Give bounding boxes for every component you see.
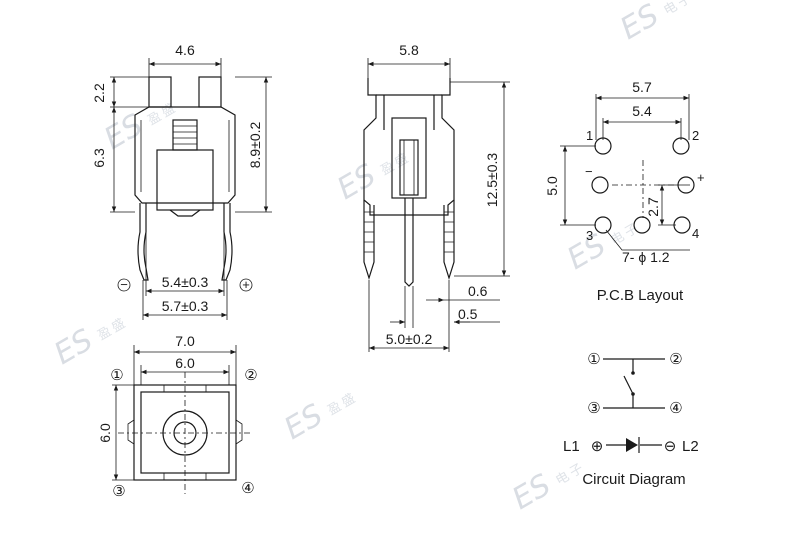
watermark-logo: ES (507, 468, 557, 517)
front-top-width-label: 4.6 (175, 42, 195, 58)
bottom-pin1-label: ① (110, 367, 123, 384)
bottom-pin3-label: ③ (112, 483, 125, 500)
watermark-char: 盛 (159, 100, 178, 119)
watermark-logo: ES (332, 158, 382, 207)
circuit-pin2-label: ② (669, 351, 682, 368)
front-outer-pitch-label: 5.7±0.3 (162, 298, 209, 314)
pcb-pin2-label: 2 (692, 128, 699, 143)
bottom-inner-width-label: 6.0 (175, 355, 195, 371)
circuit-pin4-label: ④ (669, 400, 682, 417)
bottom-pin2-label: ② (244, 367, 257, 384)
circuit-diagram-caption: Circuit Diagram (582, 471, 685, 488)
pcb-inner-width-label: 5.4 (632, 103, 652, 119)
side-lead-a-label: 0.6 (468, 283, 488, 299)
front-total-height-label: 8.9±0.2 (247, 121, 263, 168)
watermark-char: 盛 (392, 150, 411, 169)
pcb-pin3-label: 3 (586, 228, 593, 243)
watermark-logo: ES (279, 398, 329, 447)
front-plus-label: + (242, 277, 250, 292)
circuit-pin1-label: ① (587, 351, 600, 368)
side-pitch-label: 5.0±0.2 (386, 331, 433, 347)
pcb-pin4-label: 4 (692, 226, 699, 241)
circuit-l1-label: L1 (563, 438, 580, 455)
circuit-l2-label: L2 (682, 438, 699, 455)
bottom-pin4-label: ④ (241, 480, 254, 497)
watermark-char: 子 (567, 460, 586, 479)
watermark-char: 盛 (109, 315, 128, 334)
watermark-char: 盈 (145, 108, 164, 127)
circuit-l1-symbol: ⊕ (591, 438, 604, 455)
front-minus-label: − (120, 277, 128, 292)
watermark-char: 盛 (339, 390, 358, 409)
bottom-outer-width-label: 7.0 (175, 333, 195, 349)
pcb-plus-label: + (697, 170, 705, 185)
watermark-char: 盈 (325, 398, 344, 417)
pcb-outer-width-label: 5.7 (632, 79, 652, 95)
pcb-holes-label: 7- ϕ 1.2 (622, 249, 670, 265)
pcb-layout: 5.7 5.4 5.0 2.7 7- ϕ 1.2 1 2 3 4 − + P.C… (544, 79, 705, 304)
bottom-view: 7.0 6.0 6.0 ① ② ③ ④ (97, 333, 258, 500)
front-body-height-label: 6.3 (91, 148, 107, 168)
pcb-minus-label: − (585, 164, 593, 179)
pcb-pin1-label: 1 (586, 128, 593, 143)
bottom-height-label: 6.0 (97, 423, 113, 443)
pcb-height-label: 5.0 (544, 176, 560, 196)
watermark-char: 子 (622, 220, 641, 239)
front-view: 4.6 2.2 6.3 8.9±0.2 5.4±0.3 5.7±0.3 − + (91, 42, 272, 320)
pcb-layout-caption: P.C.B Layout (597, 287, 684, 304)
circuit-l2-symbol: ⊖ (664, 438, 677, 455)
watermark-char: 电 (608, 228, 627, 247)
side-total-height-label: 12.5±0.3 (484, 153, 500, 208)
watermark-logo: ES (49, 323, 99, 372)
watermark-char: 电 (661, 0, 680, 18)
side-lead-b-label: 0.5 (458, 306, 478, 322)
side-view: 5.8 12.5±0.3 0.6 0.5 5.0±0.2 (363, 42, 510, 352)
circuit-diagram: ① ② ③ ④ L1 ⊕ ⊖ L2 Circuit Diagram (563, 351, 699, 488)
side-top-width-label: 5.8 (399, 42, 419, 58)
watermark-char: 盈 (95, 323, 114, 342)
circuit-pin3-label: ③ (587, 400, 600, 417)
pcb-offset-label: 2.7 (645, 197, 661, 217)
front-inner-pitch-label: 5.4±0.3 (162, 274, 209, 290)
watermark-char: 电 (553, 468, 572, 487)
front-cap-height-label: 2.2 (91, 83, 107, 103)
watermark-char: 子 (675, 0, 694, 10)
watermark-logo: ES (615, 0, 665, 47)
